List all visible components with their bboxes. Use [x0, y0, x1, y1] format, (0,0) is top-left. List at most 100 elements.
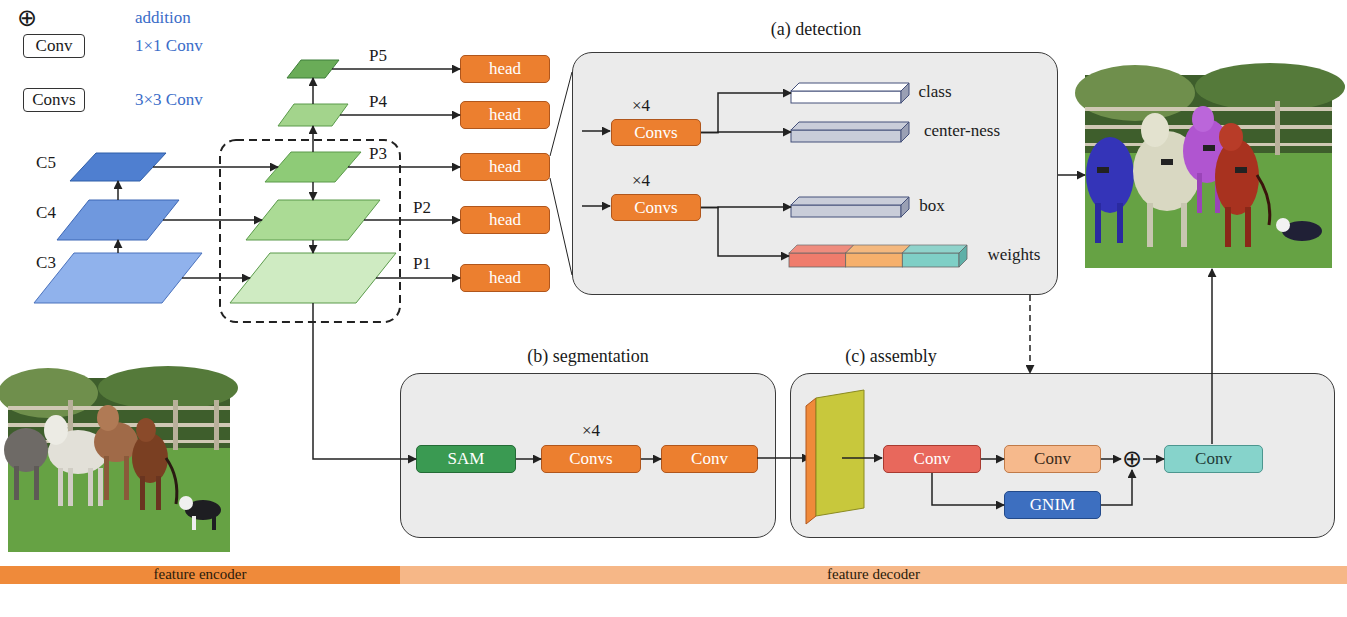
- encoder-band: feature encoder: [0, 566, 400, 584]
- node-text: center-ness: [924, 121, 1000, 141]
- sam-box: SAM: [416, 445, 516, 473]
- connector: [701, 131, 791, 133]
- node-text: Convs: [569, 449, 612, 469]
- conv-box: ×4Convs: [611, 119, 701, 146]
- node-text: class: [918, 82, 951, 102]
- connector: [516, 458, 541, 460]
- feature-map-shape: [70, 153, 166, 181]
- feature-map-shape: [265, 152, 361, 182]
- detection-panel: (a) detection×4Convsclasscenter-ness×4Co…: [572, 52, 1058, 295]
- conv-box: Conv: [661, 445, 758, 473]
- connector: [550, 72, 572, 275]
- connector: [117, 181, 119, 200]
- node-text: P3: [369, 144, 387, 164]
- node-text: (b) segmentation: [527, 346, 648, 367]
- connector: [701, 93, 791, 133]
- node-text: P5: [369, 46, 387, 66]
- pyramid-feature-map: P3: [265, 152, 361, 182]
- connector: [313, 303, 416, 459]
- node-text: C3: [36, 253, 56, 273]
- tensor-shape: [791, 122, 909, 142]
- connector: [117, 240, 119, 253]
- node-text: head: [489, 268, 521, 288]
- connector: [163, 219, 262, 221]
- node-text: ×4: [632, 96, 650, 116]
- legend-text: 3×3 Conv: [135, 90, 203, 110]
- conv-box: ×4Convs: [541, 445, 641, 473]
- static-arrow: [842, 457, 882, 459]
- backbone-feature-map: C3: [34, 253, 202, 303]
- conv-box: Conv: [883, 445, 981, 473]
- output-tensor: center-ness: [791, 122, 909, 142]
- node-text: SAM: [448, 449, 485, 469]
- backbone-feature-map: C4: [57, 200, 179, 240]
- legend-text: addition: [135, 8, 191, 28]
- input-photo: [0, 366, 238, 552]
- legend-sample-text: Conv: [36, 36, 73, 56]
- node-text: P2: [413, 198, 431, 218]
- node-text: weights: [988, 245, 1041, 265]
- pyramid-feature-map: P4: [278, 104, 348, 126]
- node-text: Convs: [634, 123, 677, 143]
- conv-box: Conv: [1004, 445, 1101, 473]
- node-text: ⊕: [1122, 447, 1142, 471]
- output-tensor: class: [791, 83, 909, 103]
- tensor-shape: [791, 197, 909, 217]
- node-text: ×4: [632, 171, 650, 191]
- pyramid-feature-map: P1: [230, 253, 396, 303]
- static-arrows: [582, 131, 1212, 458]
- feature-map: [806, 390, 864, 524]
- feature-map-shape: [287, 60, 339, 78]
- assembly-panel: (c) assemblyConvConvGNIM⊕Conv: [790, 373, 1335, 538]
- head-box: head: [460, 55, 550, 83]
- node-text: P1: [413, 254, 431, 274]
- feature-map-shape: [246, 200, 380, 240]
- output-tensor: box: [791, 197, 909, 217]
- connector: [364, 219, 460, 221]
- node-text: C5: [36, 153, 56, 173]
- edge-group: [118, 69, 1164, 505]
- addition-node: ⊕: [1121, 448, 1143, 470]
- connector: [153, 166, 278, 168]
- node-text: feature decoder: [827, 566, 920, 583]
- legend-text: 1×1 Conv: [135, 36, 203, 56]
- connector: [1143, 458, 1164, 460]
- feature-map-shape: [34, 253, 202, 303]
- node-text: C4: [36, 203, 56, 223]
- node-text: Conv: [1034, 449, 1071, 469]
- segmentation-panel: (b) segmentationSAM×4ConvsConv: [400, 373, 776, 538]
- feature-map-shape: [230, 253, 396, 303]
- pyramid-feature-map: P2: [246, 200, 380, 240]
- connector: [312, 126, 314, 152]
- node-text: head: [489, 59, 521, 79]
- feature-map-shape: [278, 104, 348, 126]
- connector: [1101, 470, 1132, 505]
- connector: [340, 114, 460, 116]
- weights-shape: [789, 245, 967, 267]
- backbone-feature-map: C5: [70, 153, 166, 181]
- legend-sample-box: Conv: [23, 34, 85, 58]
- connector: [1029, 295, 1031, 373]
- node-text: ×4: [582, 421, 600, 441]
- node-text: (c) assembly: [845, 346, 936, 367]
- tensor-shape: [791, 83, 909, 103]
- connector: [312, 240, 314, 253]
- connector: [312, 182, 314, 200]
- node-text: P4: [369, 92, 387, 112]
- node-text: head: [489, 157, 521, 177]
- gnim-box: GNIM: [1004, 491, 1101, 519]
- node-text: Conv: [1195, 449, 1232, 469]
- decoder-band: feature decoder: [400, 566, 1347, 584]
- node-text: feature encoder: [154, 566, 247, 583]
- head-box: head: [460, 206, 550, 234]
- connector: [1101, 458, 1121, 460]
- node-text: Conv: [691, 449, 728, 469]
- pyramid-feature-map: P5: [287, 60, 339, 78]
- head-box: head: [460, 264, 550, 292]
- connector: [376, 277, 460, 279]
- connector: [182, 277, 250, 279]
- connector: [312, 78, 314, 104]
- head-box: head: [460, 101, 550, 129]
- output-photo: [1075, 63, 1345, 268]
